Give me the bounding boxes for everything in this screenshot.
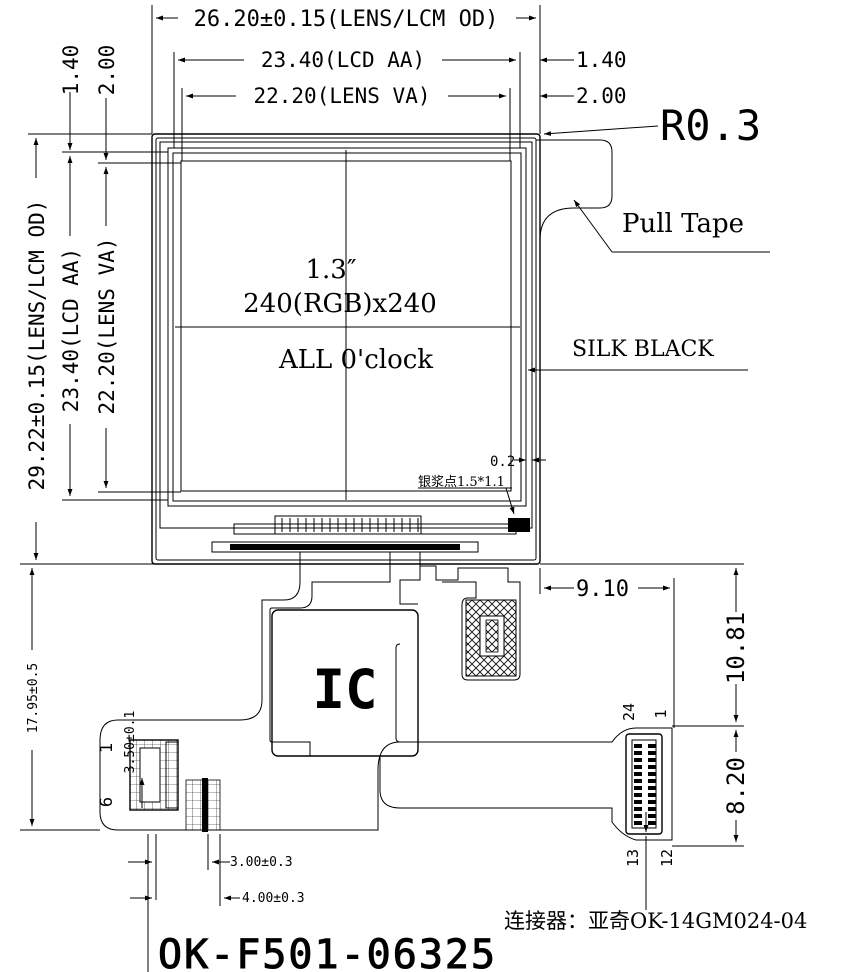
top-dimensions: 26.20±0.15(LENS/LCM OD) 23.40(LCD AA) 22… bbox=[151, 5, 627, 161]
connector-pin bbox=[634, 800, 642, 804]
connector-pin bbox=[648, 786, 656, 790]
dim-left-lens-va: 22.20(LENS VA) bbox=[95, 237, 119, 414]
small-connector bbox=[129, 739, 221, 832]
connector-pin bbox=[648, 814, 656, 818]
connector-pin bbox=[634, 758, 642, 762]
dim-fpc-length: 17.95±0.5 bbox=[26, 663, 41, 733]
connector-pin bbox=[634, 779, 642, 783]
stiffener-hatch bbox=[465, 599, 517, 677]
gap-dimension: 0.2 bbox=[490, 452, 546, 470]
pin-1-right-label: 1 bbox=[652, 709, 670, 718]
dim-bottom-400: 4.00±0.3 bbox=[242, 891, 305, 906]
connector-pin bbox=[634, 814, 642, 818]
dim-right-1081: 10.81 bbox=[722, 612, 750, 684]
silver-paste-label: 银浆点1.5*1.1 bbox=[418, 475, 505, 490]
connector-pin bbox=[648, 779, 656, 783]
connector-pin bbox=[648, 751, 656, 755]
connector-pin-labels: 24 1 13 12 bbox=[620, 703, 676, 910]
pin-12-label: 12 bbox=[658, 849, 676, 867]
corner-radius-callout: R0.3 bbox=[543, 101, 761, 150]
pin-1-left-label: 1 bbox=[97, 743, 117, 753]
center-lines bbox=[175, 150, 520, 500]
dim-left-1: 1.40 bbox=[59, 45, 83, 96]
display-viewing: ALL 0'clock bbox=[278, 345, 433, 375]
silk-black-label: SILK BLACK bbox=[572, 337, 714, 362]
pin-13-label: 13 bbox=[624, 849, 642, 867]
connector-pin bbox=[634, 786, 642, 790]
gap-label: 0.2 bbox=[490, 454, 515, 470]
connector-pin bbox=[634, 807, 642, 811]
fpc-right-branch bbox=[419, 552, 521, 681]
display-size: 1.3″ bbox=[305, 255, 356, 285]
dim-top-lens-va: 22.20(LENS VA) bbox=[253, 84, 430, 108]
dim-conn-small: 3.50±0.1 bbox=[123, 711, 138, 774]
dim-top-right-1: 1.40 bbox=[576, 48, 627, 72]
connector-pin bbox=[648, 758, 656, 762]
display-resolution: 240(RGB)x240 bbox=[243, 289, 437, 319]
dim-bottom-300: 3.00±0.3 bbox=[230, 855, 293, 870]
dim-left-overall: 29.22±0.15(LENS/LCM OD) bbox=[25, 200, 49, 491]
connector-pin bbox=[648, 800, 656, 804]
board-to-board-connector bbox=[625, 733, 663, 835]
corner-radius-label: R0.3 bbox=[660, 101, 761, 150]
dim-left-lcd-aa: 23.40(LCD AA) bbox=[59, 248, 83, 412]
connector-pin bbox=[648, 821, 656, 825]
dim-top-overall: 26.20±0.15(LENS/LCM OD) bbox=[194, 7, 499, 32]
dim-top-right-2: 2.00 bbox=[576, 84, 627, 108]
connector-pin bbox=[634, 751, 642, 755]
connector-pin bbox=[648, 772, 656, 776]
ic-chip: IC bbox=[271, 609, 419, 757]
small-connector-labels: 1 6 3.50±0.1 bbox=[97, 711, 145, 808]
connector-pin bbox=[648, 793, 656, 797]
connector-pin bbox=[648, 765, 656, 769]
fpc-ic-frame bbox=[395, 643, 612, 743]
silver-paste-dot bbox=[508, 518, 530, 532]
bottom-dimensions: 3.00±0.3 4.00±0.3 bbox=[128, 834, 305, 972]
silk-black: SILK BLACK bbox=[528, 337, 748, 373]
pull-tape: Pull Tape bbox=[536, 139, 770, 253]
silver-paste-callout: 银浆点1.5*1.1 bbox=[418, 475, 515, 515]
pin-24-label: 24 bbox=[620, 703, 638, 721]
ic-label: IC bbox=[312, 658, 377, 721]
connector-pin bbox=[634, 765, 642, 769]
connector-pin bbox=[634, 772, 642, 776]
right-dimensions: 9.10 10.81 8.20 bbox=[539, 563, 750, 847]
dim-fpc-offset: 9.10 bbox=[576, 577, 629, 602]
dim-right-820: 8.20 bbox=[722, 757, 750, 815]
left-dimensions: 29.22±0.15(LENS/LCM OD) 23.40(LCD AA) 22… bbox=[20, 45, 181, 831]
dim-top-lcd-aa: 23.40(LCD AA) bbox=[261, 48, 425, 72]
lcd-active-area bbox=[167, 147, 527, 507]
pin-6-left-label: 6 bbox=[97, 797, 117, 807]
connector-pin bbox=[634, 744, 642, 748]
connector-pin bbox=[648, 744, 656, 748]
connector-note: 连接器：亚奇OK-14GM024-04 bbox=[504, 909, 807, 933]
dim-left-2: 2.00 bbox=[95, 45, 119, 96]
pull-tape-label: Pull Tape bbox=[622, 209, 744, 239]
bonding-pad-area bbox=[211, 515, 517, 553]
connector-pin bbox=[634, 821, 642, 825]
connector-pin bbox=[648, 807, 656, 811]
fpc-outline bbox=[99, 551, 673, 841]
display-spec: 1.3″ 240(RGB)x240 ALL 0'clock bbox=[243, 255, 437, 375]
part-number: OK-F501-06325 bbox=[158, 932, 497, 972]
connector-pin bbox=[634, 793, 642, 797]
